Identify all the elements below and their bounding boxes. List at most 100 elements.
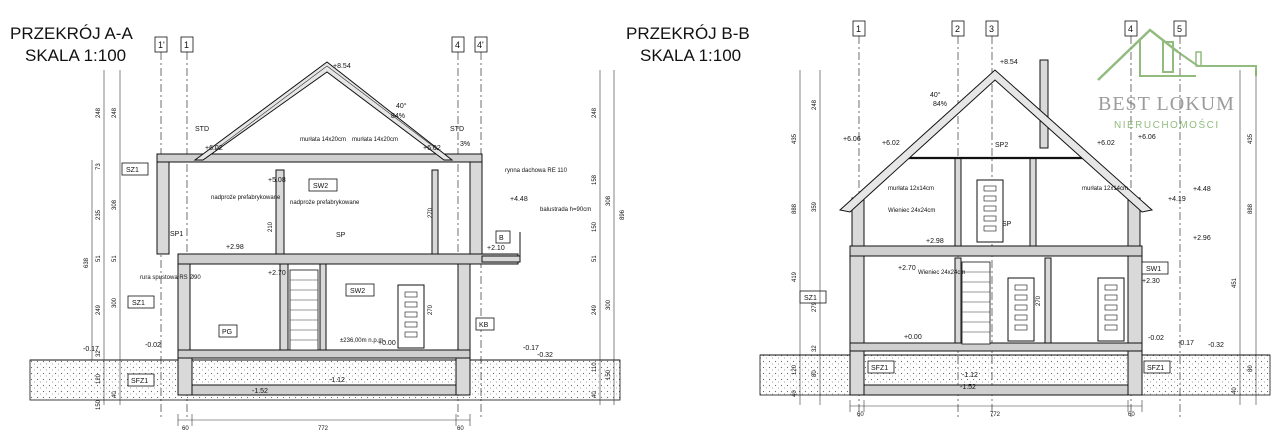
dim-label: 248 — [112, 107, 118, 118]
level-mark: +0.00 — [378, 340, 396, 347]
axis-tag: 1' — [158, 40, 165, 50]
note: rynna dachowa RE 110 — [505, 168, 568, 174]
note: 3% — [460, 141, 470, 148]
dim-label: 80 — [812, 370, 818, 377]
dim-label: 40 — [112, 391, 118, 398]
room-tag: SP — [336, 232, 346, 239]
dim-label: 51 — [96, 255, 102, 262]
note: ±236,00m n.p.m. — [340, 338, 385, 344]
level-mark: +2.70 — [268, 270, 286, 277]
chimney — [1039, 59, 1049, 149]
dim-label: 150 — [96, 399, 102, 410]
section-b-dims-bottom: 60 772 60 — [849, 400, 1143, 418]
level-mark: +4.48 — [510, 196, 528, 203]
dim-label: 40 — [792, 390, 798, 397]
note: 84% — [391, 113, 405, 120]
wall-right-gf — [1127, 251, 1143, 344]
level-mark: +5.08 — [268, 177, 286, 184]
note: rura spustowa RS Ø90 — [140, 275, 201, 281]
wall-mid-ff — [954, 157, 962, 247]
axis-tag: 1 — [184, 40, 189, 50]
logo-name: BEST LOKUM — [1098, 93, 1235, 115]
section-a: PRZEKRÓJ A-A SKALA 1:100 1' 1 4 4' — [10, 24, 626, 432]
room-tag: SZ1 — [126, 167, 139, 174]
room-tag: KB — [479, 322, 489, 329]
foundation-slab — [849, 384, 1143, 396]
room-code: STD — [450, 126, 464, 133]
note: Wieniec 24x24cm — [888, 208, 935, 214]
section-a-dims-right: 248 158 308 150 51 249 300 896 110 150 4… — [592, 70, 626, 405]
dim-label: 419 — [792, 271, 798, 282]
note: 40° — [930, 91, 941, 99]
wall-mid2-ff — [1029, 157, 1037, 247]
level-mark: +6.06 — [1138, 134, 1156, 141]
logo-tagline: NIERUCHOMOŚCI — [1114, 118, 1220, 131]
wall-left-gf — [849, 251, 865, 344]
first-floor-slab — [177, 253, 519, 265]
wall-left-gf — [177, 257, 191, 351]
section-b: PRZEKRÓJ B-B SKALA 1:100 1 2 3 4 5 — [626, 20, 1271, 420]
room-tag: SZ1 — [804, 295, 817, 302]
roof — [838, 69, 1154, 213]
level-mark: +6.02 — [205, 145, 223, 152]
dim-label: 300 — [112, 297, 118, 308]
dim-label: 210 — [268, 221, 274, 232]
dim-label: 638 — [84, 257, 90, 268]
footing-right — [1127, 344, 1143, 396]
note: Wieniec 24x24cm — [918, 270, 965, 276]
note: 84% — [933, 101, 947, 108]
room-tag: SW2 — [313, 183, 328, 190]
balcony-slab — [481, 255, 521, 263]
dim-label: 248 — [812, 99, 818, 110]
dim-label: 451 — [1232, 277, 1238, 288]
section-a-title: PRZEKRÓJ A-A — [10, 24, 133, 43]
note: nadproże prefabrykowane — [290, 200, 360, 206]
section-b-dims-right: 435 888 451 40 80 — [1232, 70, 1257, 405]
dim-label: 110 — [592, 362, 598, 372]
dim-label: 235 — [96, 209, 102, 220]
level-mark: +8.54 — [1000, 59, 1018, 66]
axis-tag: 2 — [955, 24, 960, 34]
section-b-scale: SKALA 1:100 — [640, 46, 741, 65]
level-mark: -1.52 — [252, 388, 268, 395]
dim-label: 32 — [812, 345, 818, 352]
foundation-slab — [177, 384, 471, 396]
level-mark: -0.17 — [523, 345, 539, 352]
roof — [193, 61, 454, 161]
staircase — [961, 261, 991, 345]
level-mark: +2.10 — [487, 245, 505, 252]
level-mark: +6.02 — [423, 145, 441, 152]
room-tag: SW2 — [350, 288, 365, 295]
section-a-dims-bottom: 60 772 60 — [177, 414, 471, 432]
level-mark: +2.98 — [926, 238, 944, 245]
room-tag: SFZ1 — [131, 378, 148, 385]
axis-tag: 4' — [477, 40, 484, 50]
level-mark: +6.02 — [882, 140, 900, 147]
section-b-levels: +8.54 +6.06 +6.02 +6.06 +6.02 +4.48 +4.1… — [843, 59, 1224, 391]
house-logo-icon — [1097, 28, 1257, 81]
dim-label: 40 — [1232, 387, 1238, 394]
note: balustrada h=90cm — [540, 207, 591, 213]
room-tag: SZ1 — [132, 300, 145, 307]
level-mark: +2.70 — [898, 265, 916, 272]
section-a-dims-left: 248 73 235 51 249 32 120 40 150 248 308 … — [84, 70, 434, 410]
level-mark: -1.52 — [960, 384, 976, 391]
section-a-scale: SKALA 1:100 — [25, 46, 126, 65]
door — [1007, 277, 1035, 342]
dim-label: 80 — [1248, 365, 1254, 372]
first-floor-slab — [849, 245, 1143, 257]
level-mark: +4.19 — [1168, 196, 1186, 203]
section-b-title: PRZEKRÓJ B-B — [626, 24, 750, 43]
door — [1097, 277, 1125, 342]
dim-label: 51 — [592, 255, 598, 262]
dim-label: 248 — [592, 107, 598, 118]
ground-floor-slab — [177, 349, 471, 359]
dim-label: 270 — [1036, 295, 1042, 306]
dim-label: 249 — [592, 304, 598, 315]
dim-label: 359 — [812, 201, 818, 212]
note: murłata 12x14cm — [888, 186, 934, 192]
wall-mid2-gf — [319, 263, 327, 351]
room-tag: SP — [1002, 221, 1012, 228]
level-mark: +2.30 — [1142, 278, 1160, 285]
